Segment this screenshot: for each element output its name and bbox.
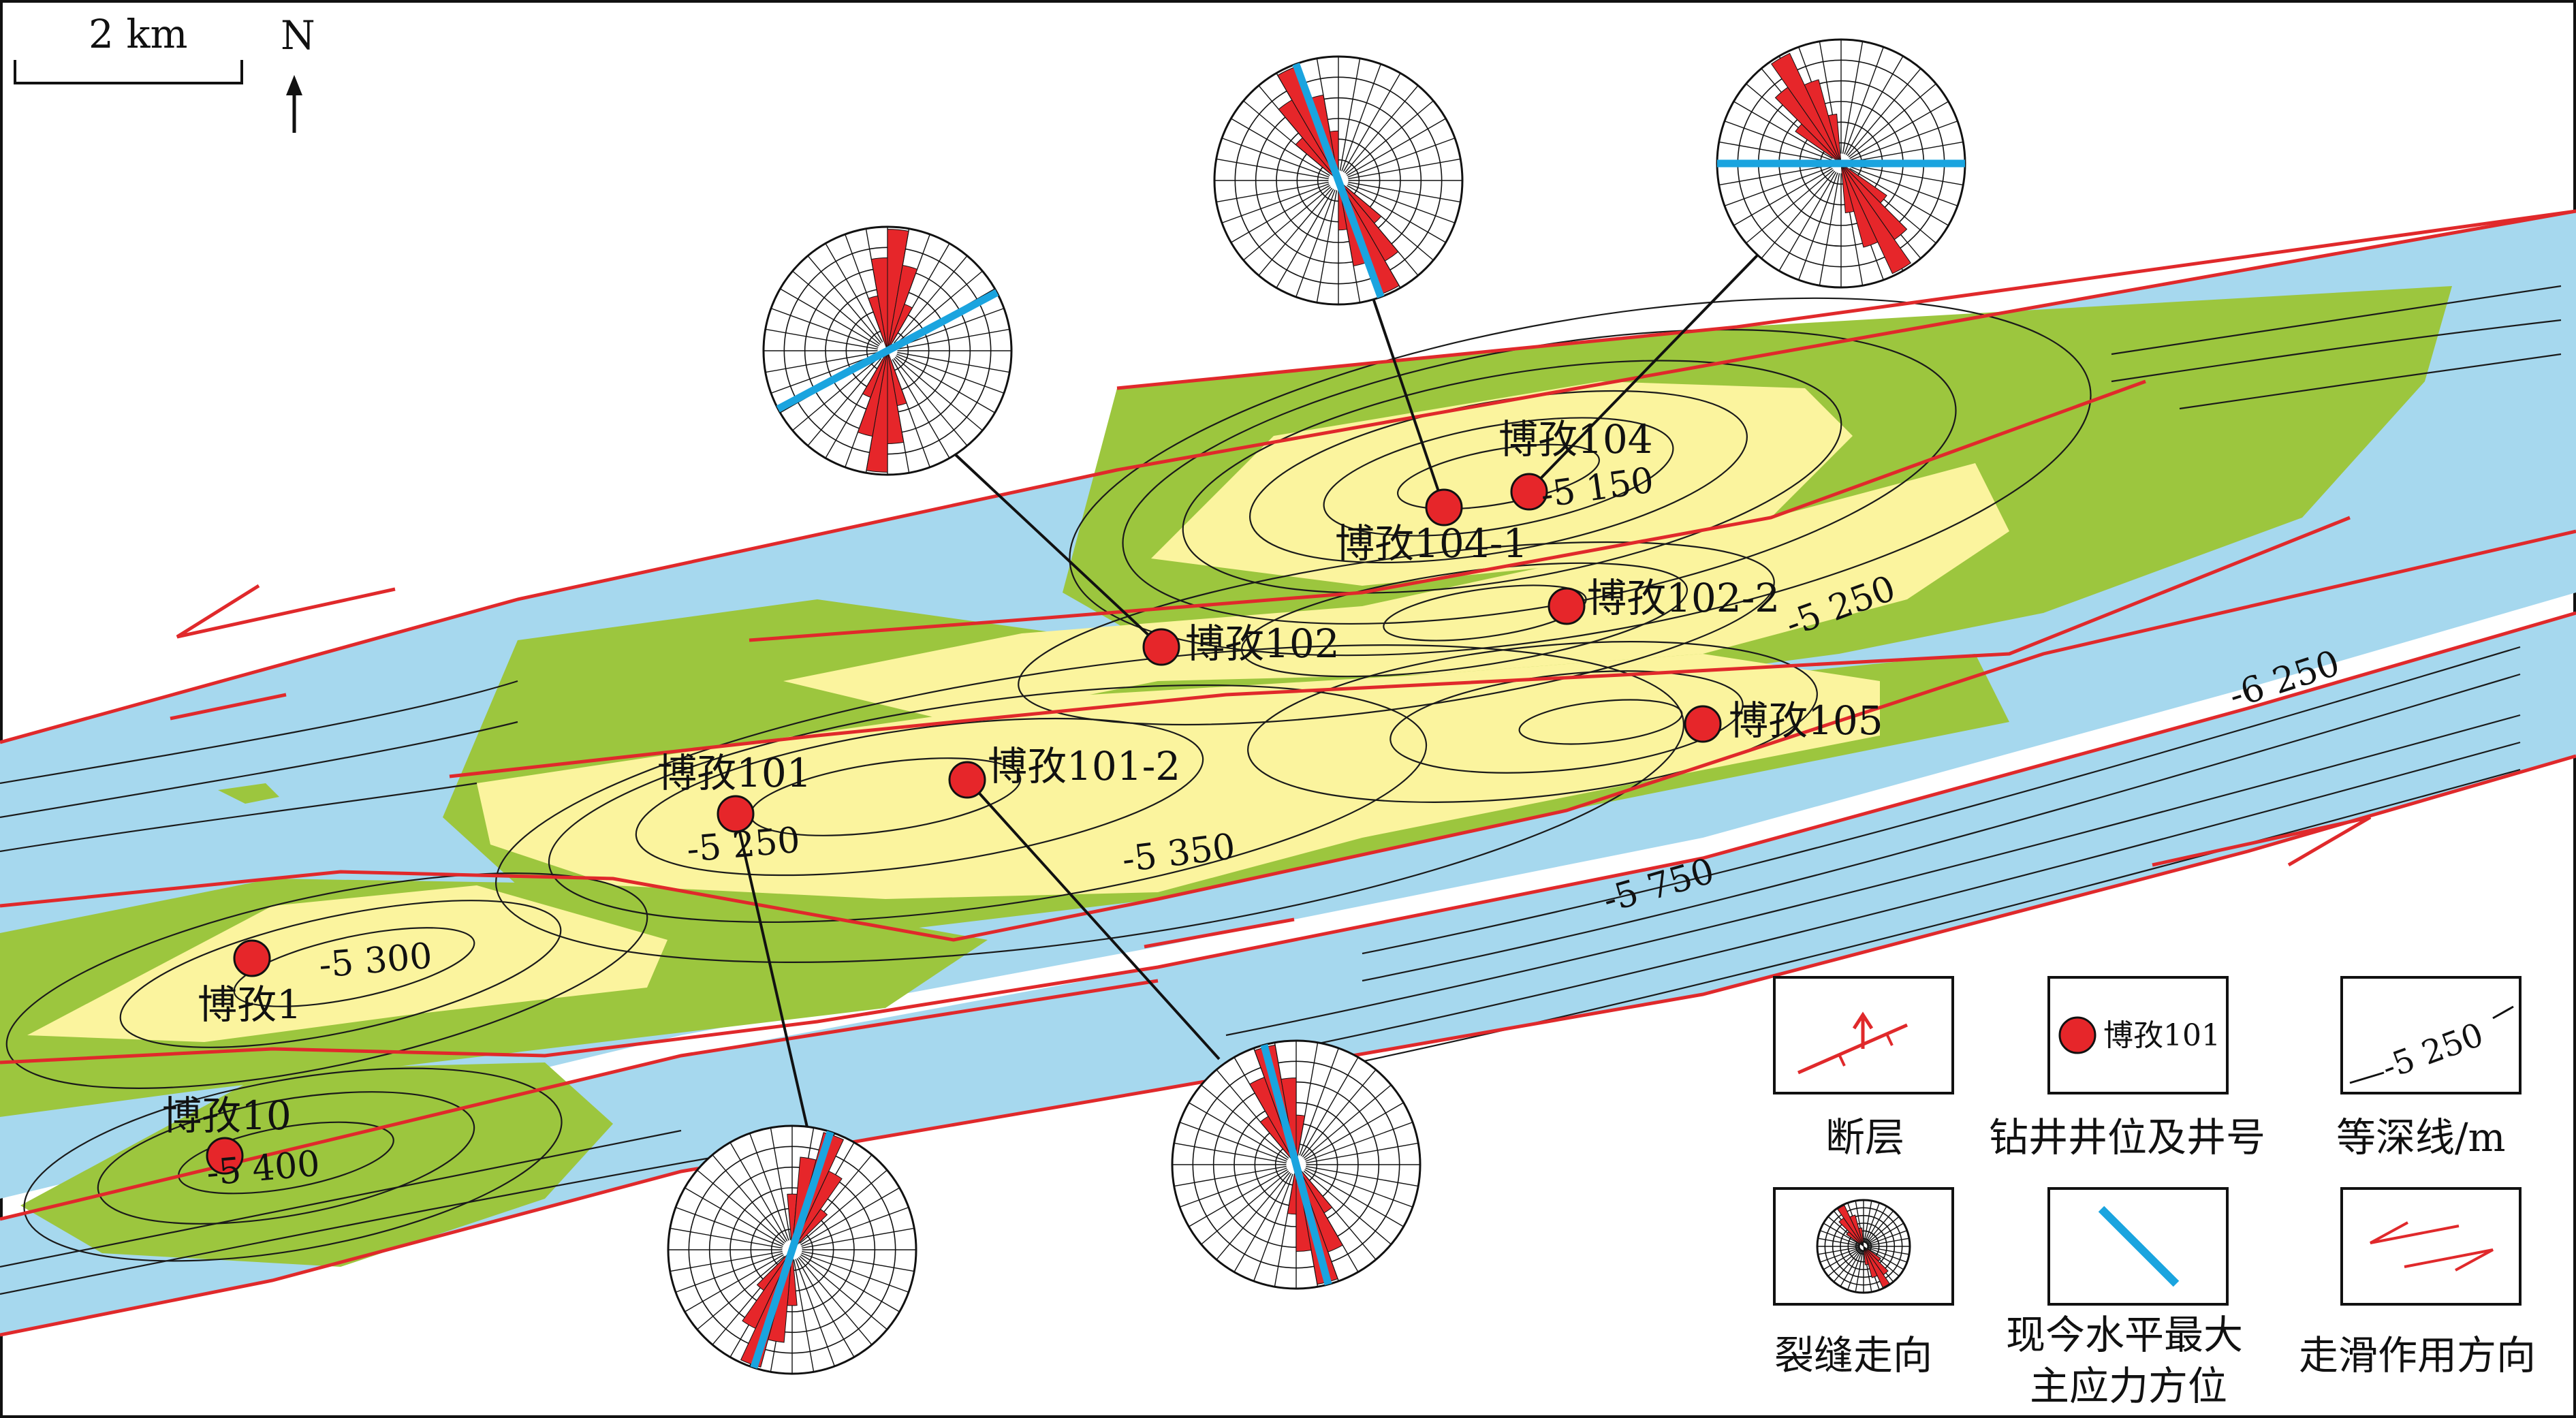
legend: 断层 博孜101 钻井井位及井号 -5 250 等深线/m 裂缝走向 现今水平最… (1773, 976, 2536, 1409)
well-w102-2: 博孜102-2 (1548, 575, 1780, 625)
legend-well: 博孜101 钻井井位及井号 (1989, 976, 2265, 1161)
legend-strike-slip: 走滑作用方向 (2299, 1187, 2536, 1378)
rose-w104 (1716, 38, 1966, 289)
svg-text:博孜10: 博孜10 (162, 1092, 292, 1139)
rose-w102 (762, 225, 1013, 476)
well-w1: 博孜1 (198, 939, 302, 1028)
legend-rose-icon (1816, 1199, 1911, 1294)
well-w10: 博孜10 (162, 1092, 292, 1175)
svg-text:断层: 断层 (1825, 1114, 1904, 1161)
svg-text:博孜105: 博孜105 (1729, 697, 1883, 744)
svg-text:2 km: 2 km (89, 11, 187, 57)
strike-slip-arrow-nw (176, 584, 396, 639)
svg-text:走滑作用方向: 走滑作用方向 (2299, 1332, 2536, 1378)
rose-diagrams (667, 38, 1966, 1375)
svg-text:博孜102: 博孜102 (1185, 620, 1340, 667)
svg-text:N: N (281, 12, 315, 59)
svg-text:博孜102-2: 博孜102-2 (1587, 575, 1780, 621)
north-arrow: N (281, 12, 315, 133)
svg-text:博孜101-2: 博孜101-2 (988, 743, 1180, 789)
contour-label-5400: -5 400 (205, 1144, 321, 1194)
well-w104-1: 博孜104-1 (1335, 488, 1528, 567)
well-w104: 博孜104 (1498, 416, 1653, 511)
legend-stress: 现今水平最大 主应力方位 (2006, 1187, 2243, 1409)
contour-label-5300: -5 300 (317, 936, 434, 986)
svg-text:等深线/m: 等深线/m (2336, 1114, 2506, 1161)
svg-text:博孜101: 博孜101 (2103, 1018, 2220, 1053)
fault-lines (0, 209, 2576, 1337)
contour-label-5250-lower: -5 250 (685, 820, 802, 870)
svg-text:博孜104-1: 博孜104-1 (1335, 520, 1528, 567)
rose-w101-2 (1171, 1039, 1421, 1290)
legend-fracture: 裂缝走向 (1773, 1187, 1954, 1378)
svg-text:主应力方位: 主应力方位 (2030, 1363, 2227, 1409)
legend-fault: 断层 (1773, 976, 1954, 1161)
rose-leader-lines (734, 254, 1759, 1128)
rose-w104-1 (1213, 55, 1464, 306)
svg-text:博孜104: 博孜104 (1498, 416, 1653, 462)
strike-slip-arrow-se (2152, 815, 2372, 867)
scale-bar: 2 km (14, 11, 243, 84)
well-w105: 博孜105 (1684, 697, 1883, 744)
well-w101-2: 博孜101-2 (948, 743, 1180, 799)
wells: 博孜104 博孜104-1 博孜102 博孜102-2 博孜105 博孜101 … (162, 416, 1883, 1175)
svg-text:裂缝走向: 裂缝走向 (1774, 1332, 1932, 1378)
svg-text:博孜1: 博孜1 (198, 981, 302, 1028)
legend-contour: -5 250 等深线/m (2336, 976, 2522, 1161)
svg-text:钻井井位及井号: 钻井井位及井号 (1989, 1114, 2265, 1161)
well-w101: 博孜101 (657, 750, 812, 833)
svg-text:现今水平最大: 现今水平最大 (2006, 1312, 2243, 1358)
well-w102: 博孜102 (1142, 620, 1340, 667)
svg-text:博孜101: 博孜101 (657, 750, 812, 796)
rose-w101 (667, 1124, 917, 1375)
